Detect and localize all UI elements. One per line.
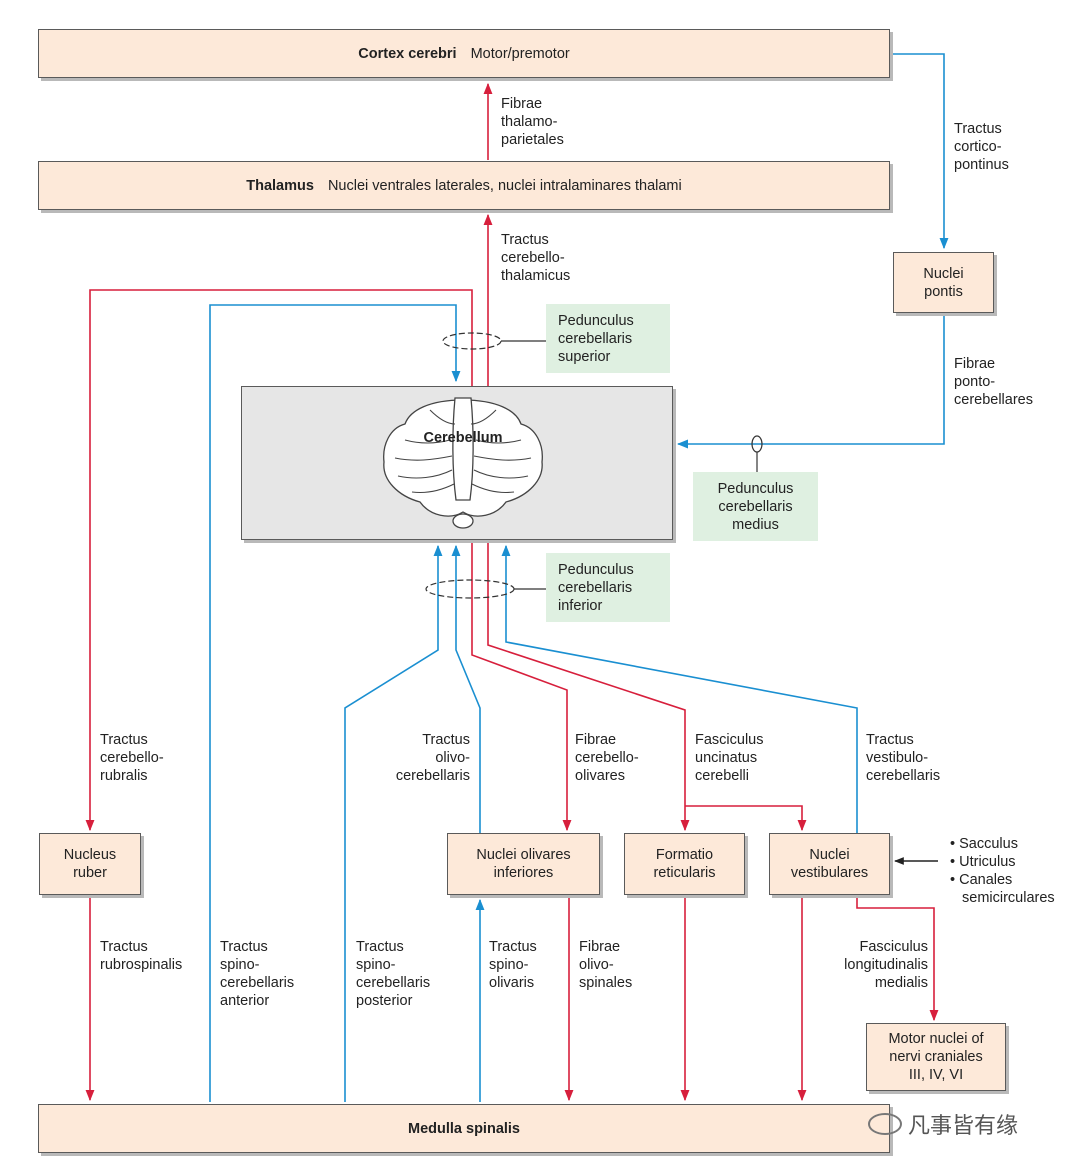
- peduncle-line: superior: [558, 348, 611, 365]
- line-corticopontinus: [890, 53, 949, 250]
- peduncle-line: Pedunculus: [558, 312, 634, 329]
- line-cerebelloolivares: [471, 540, 572, 832]
- formatio-line: Formatio: [655, 847, 714, 863]
- peduncle-line: cerebellaris: [558, 579, 633, 596]
- line-spinocerebellaris-posterior: [344, 544, 443, 1102]
- line-uncinatus: [487, 540, 690, 832]
- cortex-cerebri-box: Cortex cerebri Motor/premotor: [38, 29, 890, 78]
- medulla-spinalis-box: Medulla spinalis: [38, 1104, 890, 1153]
- nuclei-olivares-box: Nuclei olivares inferiores: [447, 833, 600, 895]
- nuclei-pontis-line: pontis: [924, 283, 963, 300]
- nuclei-pontis-box: Nuclei pontis: [893, 252, 994, 313]
- formatio-reticularis-box: Formatio reticularis: [624, 833, 745, 895]
- motor-nuclei-line: nervi craniales: [889, 1049, 983, 1065]
- line-pontocerebellares: [676, 313, 945, 449]
- medulla-label: Medulla spinalis: [408, 1120, 520, 1137]
- nuclei-vestibulares-line: Nuclei: [809, 847, 850, 863]
- peduncle-superior-box: Pedunculus cerebellaris superior: [546, 304, 670, 373]
- cortex-sub: Motor/premotor: [470, 45, 570, 62]
- nucleus-ruber-box: Nucleus ruber: [39, 833, 141, 895]
- wechat-logo-icon: [868, 1113, 902, 1135]
- nuclei-olivares-line: inferiores: [493, 865, 554, 881]
- peduncle-line: medius: [732, 516, 779, 533]
- peduncle-line: cerebellaris: [558, 330, 633, 347]
- cerebellum-label: Cerebellum: [423, 430, 503, 446]
- nuclei-vestibulares-line: vestibulares: [790, 865, 869, 881]
- peduncle-inferior-box: Pedunculus cerebellaris inferior: [546, 553, 670, 622]
- peduncle-line: Pedunculus: [558, 561, 634, 578]
- line-spinocerebellaris-anterior: [209, 304, 461, 1102]
- vestibular-inputs-list: • Sacculus • Utriculus • Canales semicir…: [950, 836, 1055, 906]
- cortex-title: Cortex cerebri: [358, 45, 457, 62]
- motor-nuclei-line: Motor nuclei of: [888, 1031, 984, 1047]
- line-longitudinalis: [856, 895, 939, 1022]
- watermark: 凡事皆有缘: [868, 1108, 1018, 1140]
- peduncle-line: Pedunculus: [717, 480, 794, 497]
- formatio-line: reticularis: [653, 865, 716, 881]
- thalamus-sub: Nuclei ventrales laterales, nuclei intra…: [327, 177, 682, 194]
- line-cerebellorubralis: [85, 289, 473, 832]
- line-olivocerebellaris: [451, 544, 481, 833]
- nuclei-pontis-line: Nuclei: [923, 265, 964, 282]
- peduncle-medius-box: Pedunculus cerebellaris medius: [693, 472, 818, 541]
- line-uncinatus-branch: [685, 805, 807, 832]
- motor-nuclei-line: III, IV, VI: [908, 1067, 964, 1083]
- nuclei-vestibulares-box: Nuclei vestibulares: [769, 833, 890, 895]
- motor-nuclei-box: Motor nuclei of nervi craniales III, IV,…: [866, 1023, 1006, 1091]
- thalamus-box: Thalamus Nuclei ventrales laterales, nuc…: [38, 161, 890, 210]
- watermark-text: 凡事皆有缘: [908, 1113, 1019, 1138]
- nucleus-ruber-line: ruber: [73, 865, 107, 881]
- peduncle-line: inferior: [558, 597, 603, 614]
- peduncle-line: cerebellaris: [718, 498, 793, 515]
- nucleus-ruber-line: Nucleus: [63, 847, 117, 863]
- nuclei-olivares-line: Nuclei olivares: [476, 847, 571, 863]
- thalamus-title: Thalamus: [246, 177, 314, 194]
